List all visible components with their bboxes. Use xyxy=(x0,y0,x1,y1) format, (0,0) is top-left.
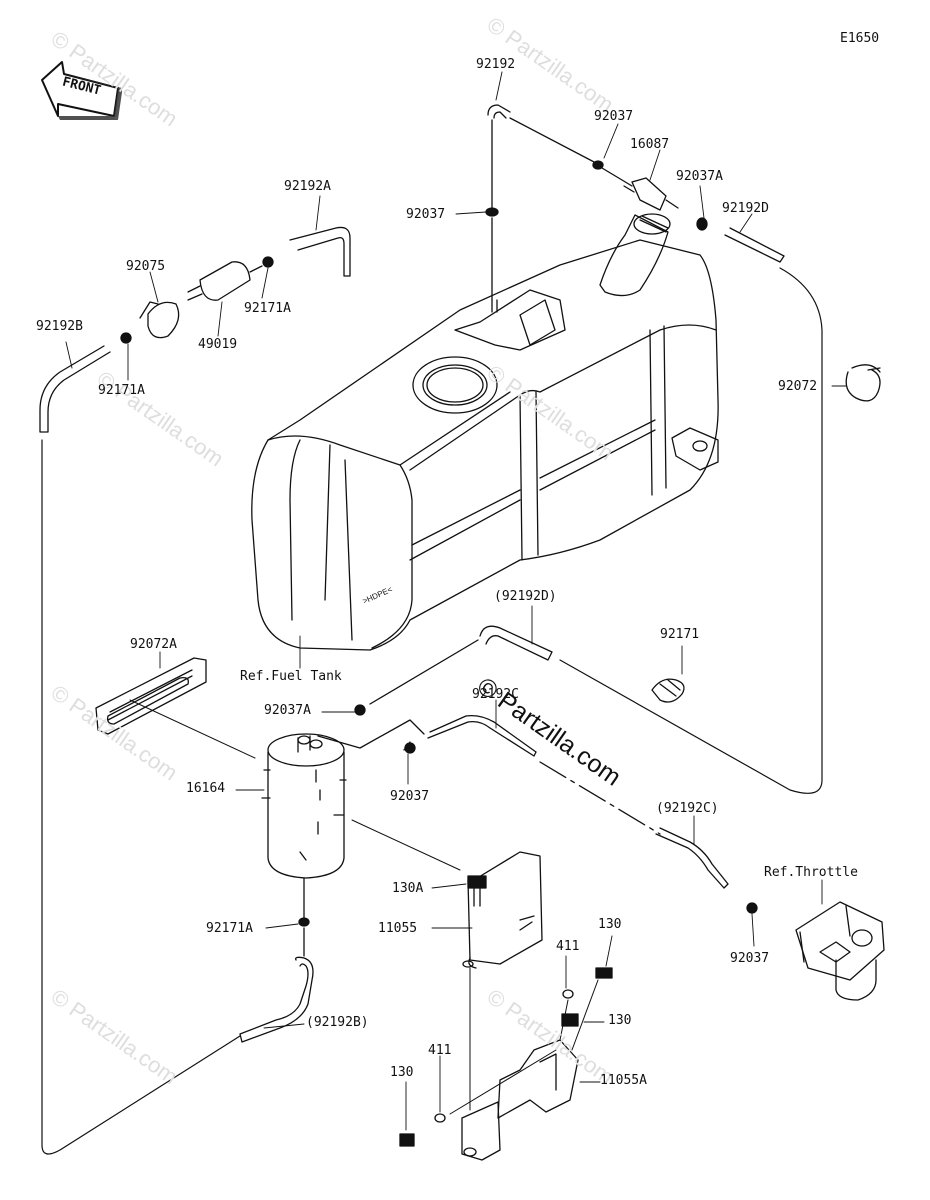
bolt-130-mid xyxy=(561,1013,579,1027)
part-label-11055: 11055 xyxy=(378,921,418,936)
part-label-92037: 92037 xyxy=(406,207,446,222)
band-92072 xyxy=(845,364,881,402)
clamp-92037a-low xyxy=(354,704,366,716)
hose-92192b-lower xyxy=(239,877,314,1043)
part-label-92192c-paren: (92192C) xyxy=(656,801,719,816)
ref-fuel-tank-label: Ref.Fuel Tank xyxy=(240,669,342,684)
clamp-92171a-left xyxy=(120,332,132,344)
part-label-16087: 16087 xyxy=(630,137,670,152)
throttle-body xyxy=(795,901,885,1001)
ref-throttle-label: Ref.Throttle xyxy=(764,865,858,880)
part-label-92072a: 92072A xyxy=(130,637,177,652)
bolt-130-low xyxy=(399,1133,415,1147)
hose-92192a xyxy=(289,226,351,277)
part-label-92037-right: 92037 xyxy=(730,951,770,966)
part-label-92171a: 92171A xyxy=(244,301,291,316)
hose-92192d-top xyxy=(724,227,785,263)
hose-92192d-lower xyxy=(369,625,553,705)
bolt-130-top xyxy=(595,967,613,979)
part-label-130: 130 xyxy=(390,1065,414,1080)
long-vent-line-right xyxy=(559,267,823,794)
part-label-130: 130 xyxy=(608,1013,632,1028)
part-label-92037: 92037 xyxy=(594,109,634,124)
part-label-92171: 92171 xyxy=(660,627,700,642)
hdpe-mark: >HDPE< xyxy=(361,585,394,606)
part-label-49019: 49019 xyxy=(198,337,238,352)
fuel-tank: >HDPE< xyxy=(251,213,719,651)
clip-92171 xyxy=(651,678,685,703)
clamp-92075 xyxy=(139,301,180,339)
part-label-92171a: 92171A xyxy=(98,383,145,398)
part-label-92192: 92192 xyxy=(476,57,516,72)
clamp-92037a-top xyxy=(696,217,708,231)
part-label-92192d-paren: (92192D) xyxy=(494,589,557,604)
part-label-130a: 130A xyxy=(392,881,424,896)
leader-lines xyxy=(65,71,847,1131)
part-label-16164: 16164 xyxy=(186,781,226,796)
bolt-130a xyxy=(467,875,487,907)
canister-16164 xyxy=(261,733,347,879)
fuel-filter-16087 xyxy=(623,177,679,211)
clamp-92037-top xyxy=(592,160,604,170)
clamp-92037-right xyxy=(746,902,758,914)
part-label-92037-low: 92037 xyxy=(390,789,430,804)
bracket-92072a xyxy=(95,657,207,735)
part-label-92192b: 92192B xyxy=(36,319,83,334)
part-label-411: 411 xyxy=(428,1043,452,1058)
diagram-code: E1650 xyxy=(840,31,880,46)
part-label-92072: 92072 xyxy=(778,379,818,394)
washer-411-low xyxy=(434,1113,446,1123)
part-label-130: 130 xyxy=(598,917,622,932)
part-label-92192c: 92192C xyxy=(472,687,519,702)
part-label-92171a-low: 92171A xyxy=(206,921,253,936)
hose-92192 xyxy=(487,104,597,301)
part-label-92037a-low: 92037A xyxy=(264,703,311,718)
bracket-11055 xyxy=(462,851,543,969)
part-label-92192b-paren: (92192B) xyxy=(306,1015,369,1030)
part-label-411: 411 xyxy=(556,939,580,954)
bracket-11055a xyxy=(461,1039,579,1161)
part-label-92075: 92075 xyxy=(126,259,166,274)
clamp-92037-left xyxy=(485,207,499,217)
washer-411-top xyxy=(562,989,574,999)
part-label-92192d: 92192D xyxy=(722,201,769,216)
part-label-92037a: 92037A xyxy=(676,169,723,184)
filter-49019 xyxy=(187,261,263,301)
hose-92192c-lower xyxy=(655,827,729,889)
clamp-92171a-mid xyxy=(262,256,274,268)
hose-92192c xyxy=(317,714,537,757)
long-vent-line-left xyxy=(41,439,241,1155)
part-label-11055a: 11055A xyxy=(600,1073,647,1088)
hose-92192b-top xyxy=(39,345,111,433)
clamp-92037-low xyxy=(404,742,416,754)
front-arrow-icon: FRONT xyxy=(41,61,122,120)
part-label-92192a: 92192A xyxy=(284,179,331,194)
